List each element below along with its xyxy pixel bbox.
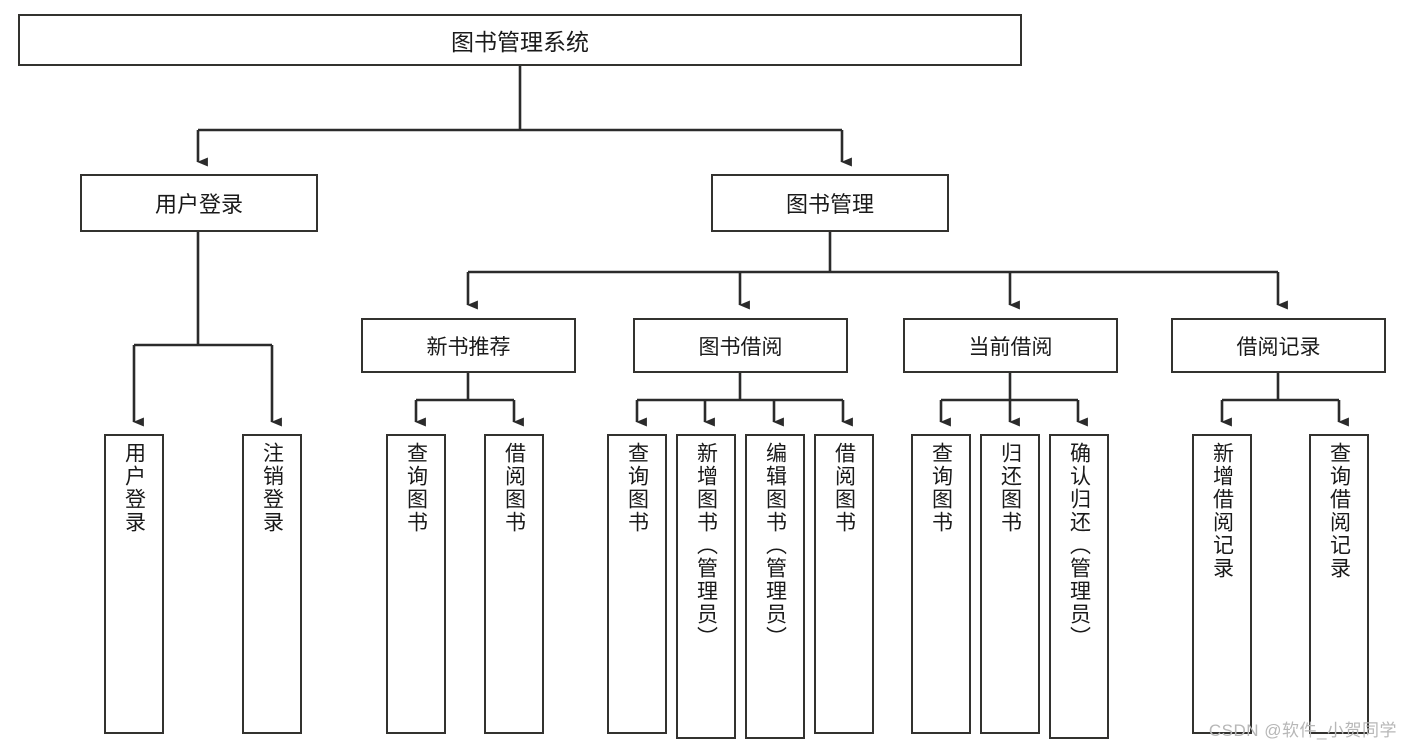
node-book-borrow[interactable]: 图书借阅 (633, 318, 848, 373)
node-leaf-borrow-book-1[interactable]: 借阅图书 (484, 434, 544, 734)
node-leaf-add-record[interactable]: 新增借阅记录 (1192, 434, 1252, 734)
node-leaf-return-book-label: 归还图书 (998, 442, 1022, 534)
node-leaf-query-book-1[interactable]: 查询图书 (386, 434, 446, 734)
node-leaf-borrow-book-1-label: 借阅图书 (502, 442, 526, 534)
node-current-borrow-label: 当前借阅 (968, 335, 1053, 359)
node-leaf-query-book-2-label: 查询图书 (625, 442, 649, 534)
node-leaf-logout[interactable]: 注销登录 (242, 434, 302, 734)
node-leaf-add-record-label: 新增借阅记录 (1210, 442, 1234, 580)
node-leaf-query-book-1-label: 查询图书 (404, 442, 428, 534)
watermark: CSDN @软件_小贺同学 (1208, 721, 1397, 740)
node-user-login-label: 用户登录 (154, 192, 243, 217)
node-current-borrow[interactable]: 当前借阅 (903, 318, 1118, 373)
node-leaf-query-book-3[interactable]: 查询图书 (911, 434, 971, 734)
node-book-manage[interactable]: 图书管理 (711, 174, 949, 232)
node-borrow-record[interactable]: 借阅记录 (1171, 318, 1386, 373)
node-leaf-query-record-label: 查询借阅记录 (1327, 442, 1351, 580)
node-book-manage-label: 图书管理 (785, 192, 874, 217)
node-leaf-return-book[interactable]: 归还图书 (980, 434, 1040, 734)
node-leaf-borrow-book-2[interactable]: 借阅图书 (814, 434, 874, 734)
node-root-label: 图书管理系统 (451, 29, 589, 55)
node-leaf-edit-book-label: 编辑图书（管理员） (763, 442, 787, 649)
node-leaf-query-record[interactable]: 查询借阅记录 (1309, 434, 1369, 734)
node-leaf-user-login-label: 用户登录 (122, 442, 146, 534)
node-leaf-logout-label: 注销登录 (260, 442, 284, 534)
node-new-book-recommend[interactable]: 新书推荐 (361, 318, 576, 373)
node-borrow-record-label: 借阅记录 (1236, 335, 1321, 359)
node-book-borrow-label: 图书借阅 (698, 335, 783, 359)
node-leaf-borrow-book-2-label: 借阅图书 (832, 442, 856, 534)
node-leaf-add-book-label: 新增图书（管理员） (694, 442, 718, 649)
node-new-book-recommend-label: 新书推荐 (426, 335, 511, 359)
node-root[interactable]: 图书管理系统 (18, 14, 1022, 66)
node-leaf-edit-book[interactable]: 编辑图书（管理员） (745, 434, 805, 739)
node-leaf-confirm-return-label: 确认归还（管理员） (1067, 442, 1091, 649)
node-leaf-user-login[interactable]: 用户登录 (104, 434, 164, 734)
node-leaf-query-book-3-label: 查询图书 (929, 442, 953, 534)
node-leaf-query-book-2[interactable]: 查询图书 (607, 434, 667, 734)
node-leaf-confirm-return[interactable]: 确认归还（管理员） (1049, 434, 1109, 739)
node-leaf-add-book[interactable]: 新增图书（管理员） (676, 434, 736, 739)
node-user-login[interactable]: 用户登录 (80, 174, 318, 232)
